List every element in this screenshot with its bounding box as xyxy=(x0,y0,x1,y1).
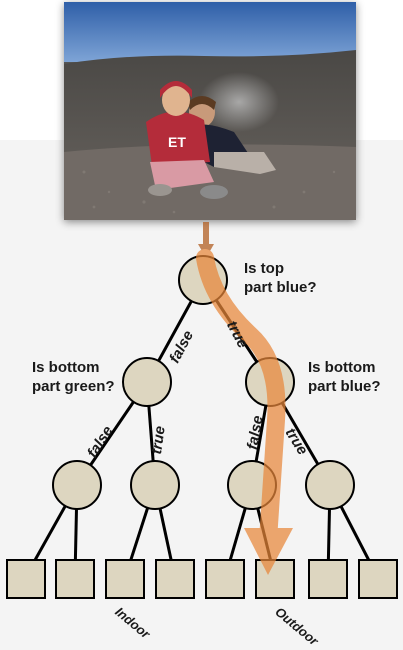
input-photo: ET xyxy=(64,2,356,220)
question-right: Is bottom part blue? xyxy=(308,359,381,395)
tree-edges xyxy=(23,279,380,579)
node-ll xyxy=(52,460,102,510)
node-rr xyxy=(305,460,355,510)
leaf-2 xyxy=(55,559,95,599)
leaf-3 xyxy=(105,559,145,599)
leaf-8 xyxy=(358,559,398,599)
photo-image: ET xyxy=(64,2,356,220)
node-left xyxy=(122,357,172,407)
question-root: Is top part blue? xyxy=(244,260,317,296)
decision-path-arrow xyxy=(196,222,293,575)
shirt-text: ET xyxy=(168,134,186,150)
leaf-1 xyxy=(6,559,46,599)
question-left: Is bottom part green? xyxy=(32,359,115,395)
leaf-5 xyxy=(205,559,245,599)
node-lr xyxy=(130,460,180,510)
tree-nodes xyxy=(6,255,398,599)
leaf-6 xyxy=(255,559,295,599)
leaf-7 xyxy=(308,559,348,599)
leaf-4 xyxy=(155,559,195,599)
